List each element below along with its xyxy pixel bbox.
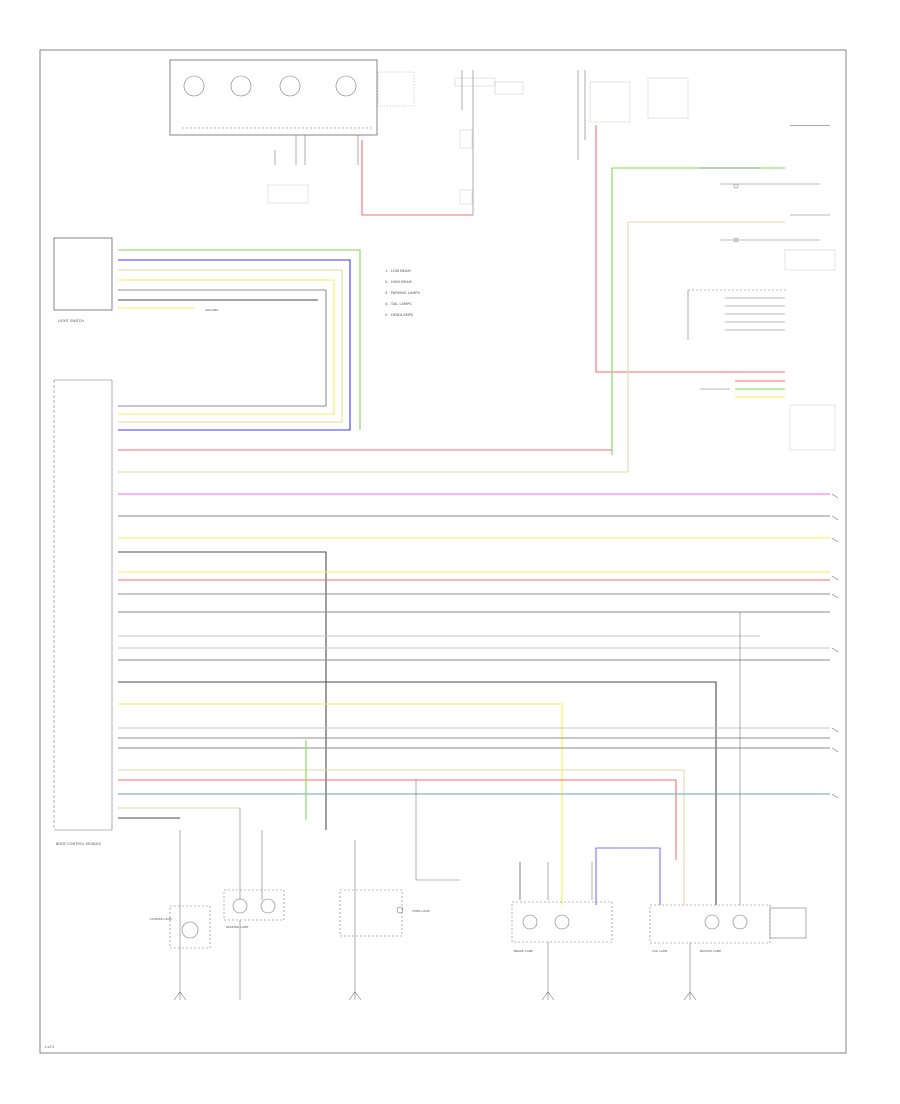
legend-item-2: 2 - HIGH BEAM [385, 280, 412, 284]
body-control-module: BODY CONTROL MODULE [53, 379, 113, 846]
fuse-column-center [454, 70, 524, 215]
right-connector-stack [700, 380, 836, 451]
page-code: 1 of 2 [44, 1045, 54, 1049]
wire-green-right [611, 167, 785, 455]
legend-item-4: 4 - TAIL LAMPS [385, 302, 412, 306]
brake-lamp-label: BRAKE LAMP [514, 949, 533, 953]
wire-bcm-dark-2 [118, 681, 717, 905]
wire-bcm-tan-2 [118, 769, 685, 905]
wire-bcm-red-3 [118, 779, 677, 860]
license-lamp-group: LICENSE LAMP [150, 830, 211, 1001]
turn-lamp-group: TURN LAMP [339, 840, 460, 1001]
legend-item-5: 5 - HEADLAMPS [385, 313, 414, 317]
bcm-label: BODY CONTROL MODULE [56, 842, 102, 846]
wire-bcm-yellow-drop [118, 703, 563, 905]
parking-lamp-label: PARKING LAMP [226, 925, 249, 929]
tail-lamp-label: TAIL LAMP [651, 949, 668, 953]
legend-item-3: 3 - PARKING LAMPS [385, 291, 421, 295]
switch-connectors [267, 135, 359, 204]
instrument-panel-switch-box [169, 59, 415, 136]
wire-ls-green [118, 249, 361, 430]
wire-red-top-loop [361, 140, 473, 216]
ground-tag: GROUND [205, 308, 219, 312]
wire-ls-blue [118, 259, 351, 431]
right-edge-arrows [831, 493, 839, 799]
legend-item-1: 1 - LOW BEAM [385, 269, 411, 273]
backup-lamp-label: BACKUP LAMP [700, 949, 721, 953]
wire-ls-tan [118, 269, 343, 423]
wire-tan-right [627, 221, 785, 472]
wire-bcm-dark-drop [118, 551, 327, 830]
wire-ls-gray [118, 289, 327, 407]
wire-red-right [595, 125, 785, 373]
legend: 1 - LOW BEAM 2 - HIGH BEAM 3 - PARKING L… [385, 269, 421, 317]
light-switch-label: LIGHT SWITCH [58, 319, 84, 323]
wire-ls-yellow [118, 279, 335, 415]
fuse-column-right [577, 70, 689, 160]
turn-signal-switch [687, 289, 788, 340]
wire-purple-loop [595, 847, 661, 905]
light-switch: LIGHT SWITCH [53, 237, 113, 323]
headlamp-relay-area [700, 125, 836, 271]
license-lamp-label: LICENSE LAMP [150, 917, 172, 921]
brake-lamp-group: BRAKE LAMP [511, 862, 613, 1001]
tail-lamp-group: TAIL LAMP BACKUP LAMP [649, 904, 807, 1001]
turn-lamp-label: TURN LAMP [411, 909, 430, 913]
page-border [39, 49, 847, 1054]
parking-lamp-group: PARKING LAMP [223, 808, 285, 1000]
